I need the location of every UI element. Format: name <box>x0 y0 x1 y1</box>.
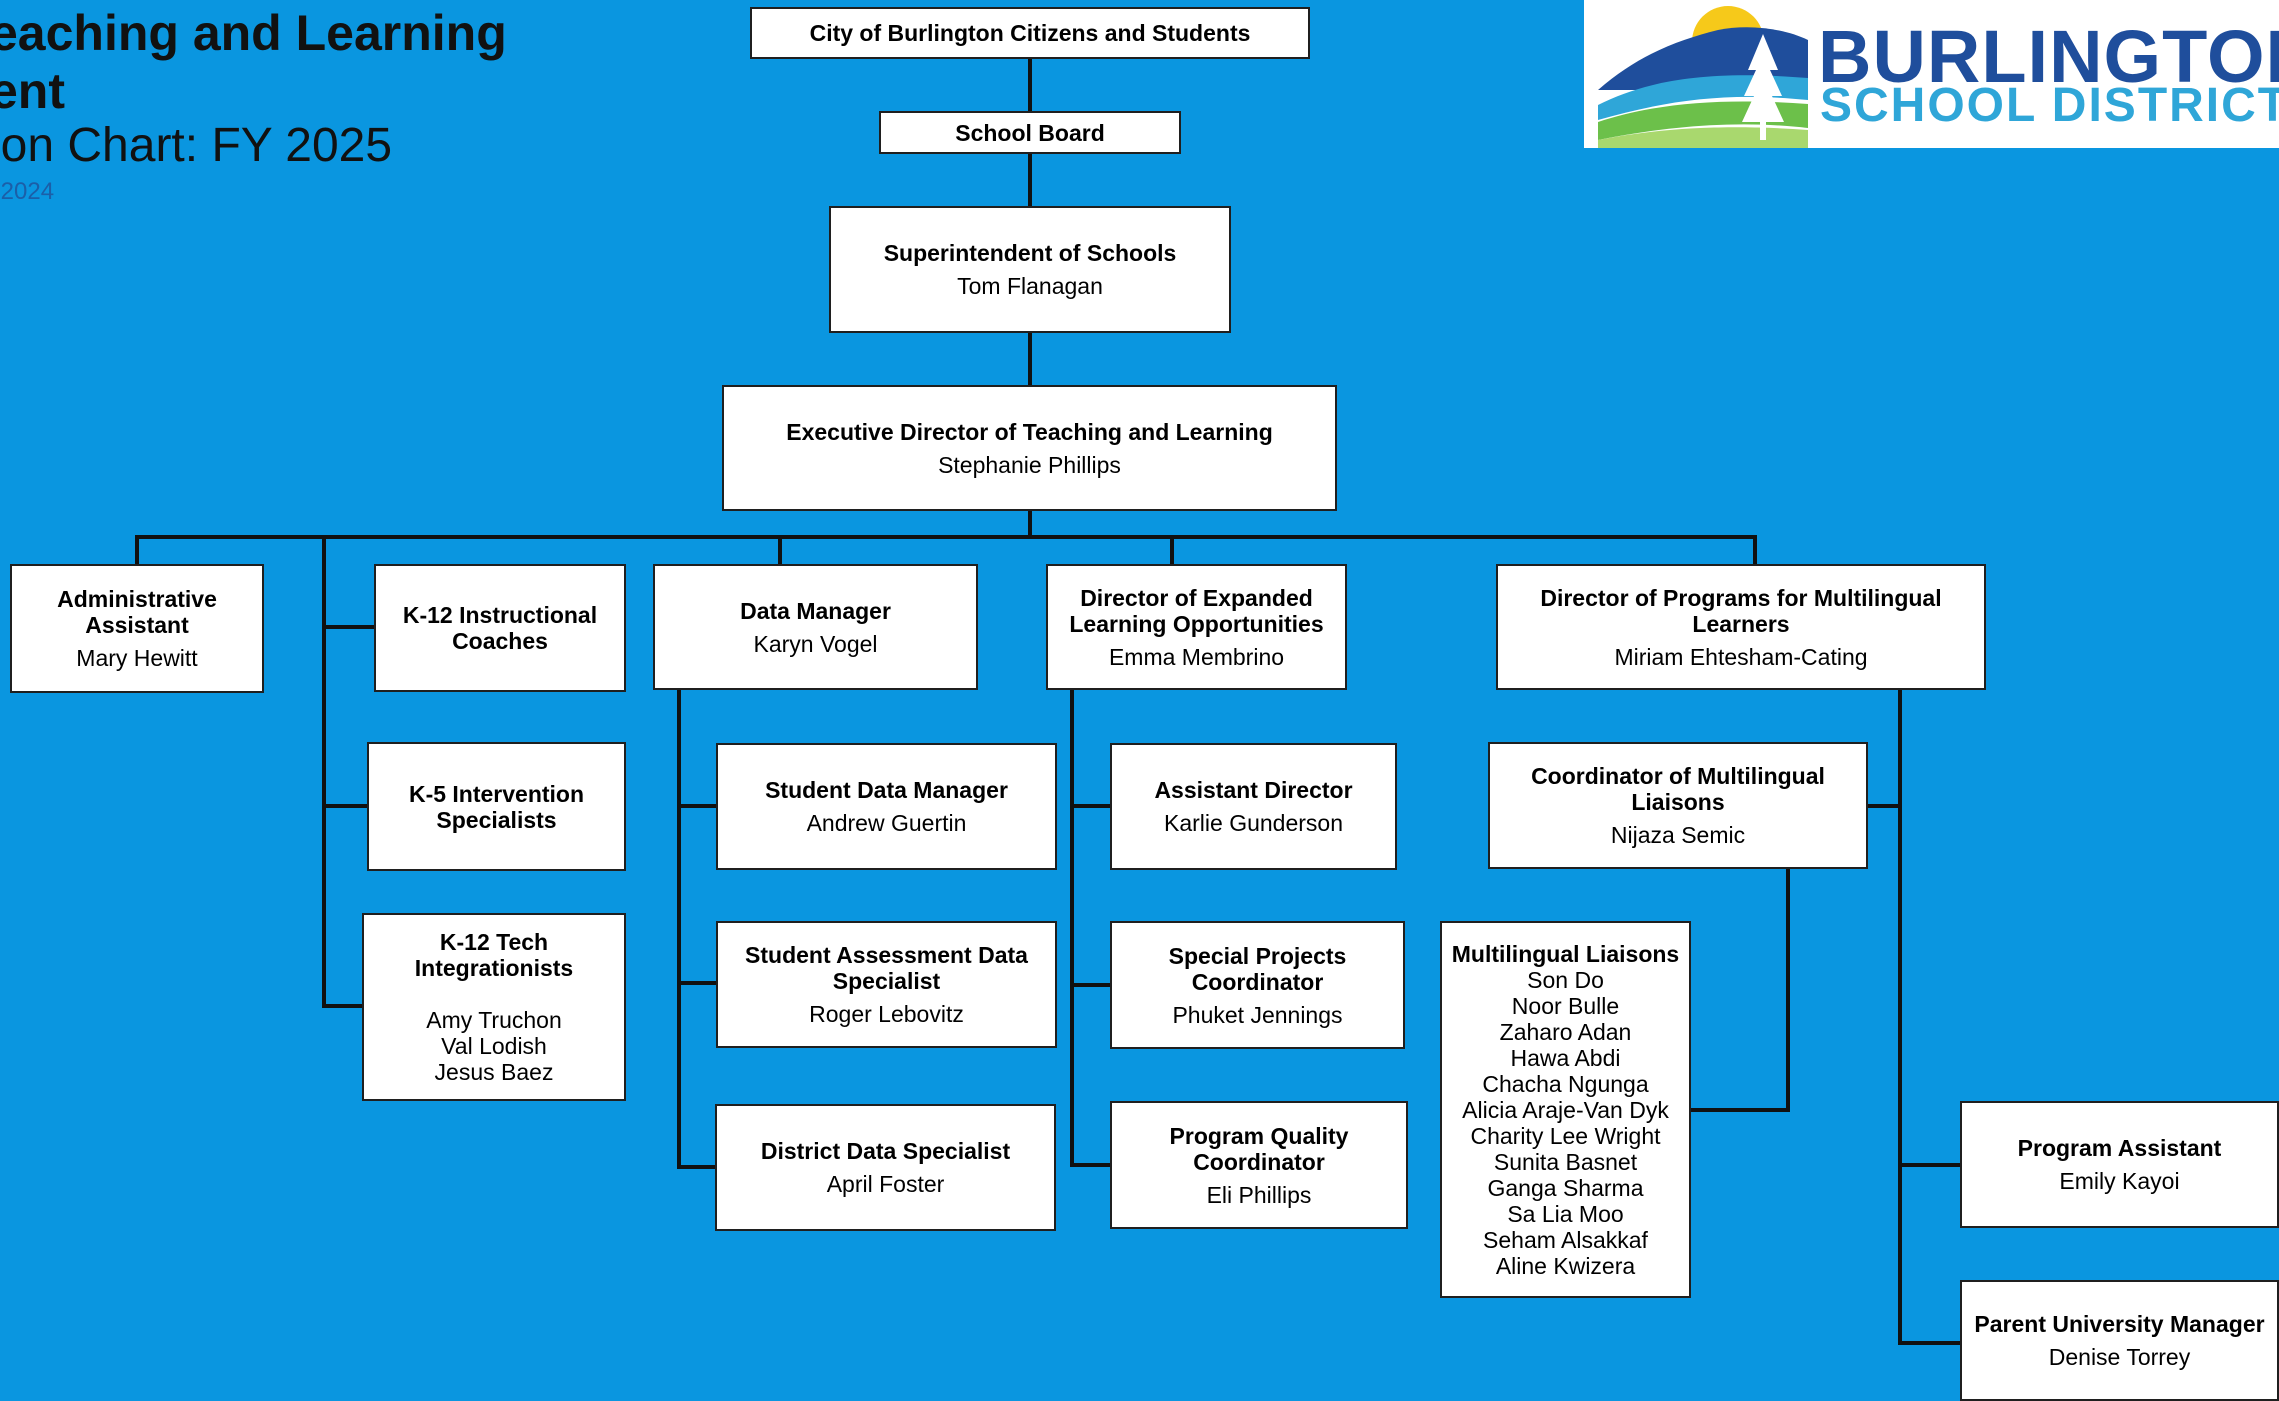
org-box-title: Multilingual Liaisons <box>1451 940 1680 967</box>
org-box-name: Stephanie Phillips <box>938 451 1121 478</box>
org-box-multilingual-liaison-coordinator: Coordinator of Multilingual Liaisons Nij… <box>1488 742 1868 869</box>
org-box-assistant-director: Assistant Director Karlie Gunderson <box>1110 743 1397 870</box>
org-box-title: Superintendent of Schools <box>883 240 1177 266</box>
org-box-parent-university-manager: Parent University Manager Denise Torrey <box>1960 1280 2279 1401</box>
org-box-title: Data Manager <box>740 597 891 624</box>
logo-text-line2: SCHOOL DISTRICT <box>1820 79 2279 132</box>
org-box-title: Coordinator of Multilingual Liaisons <box>1531 763 1825 815</box>
district-logo: BURLINGTON SCHOOL DISTRICT <box>1584 0 2279 148</box>
org-box-name: April Foster <box>826 1171 945 1197</box>
org-box-title: Administrative Assistant <box>57 586 217 638</box>
org-box-tech-integrationists: K-12 Tech Integrationists Amy Truchon Va… <box>362 913 626 1101</box>
org-box-name: Andrew Guertin <box>806 810 967 836</box>
page-subtitle: ion Chart: FY 2025 <box>0 119 393 172</box>
org-box-special-projects-coordinator: Special Projects Coordinator Phuket Jenn… <box>1110 921 1405 1049</box>
org-box-program-assistant: Program Assistant Emily Kayoi <box>1960 1101 2279 1228</box>
org-box-data-manager: Data Manager Karyn Vogel <box>653 564 978 690</box>
org-box-assessment-data-specialist: Student Assessment Data Specialist Roger… <box>716 921 1057 1048</box>
org-box-title: Program Quality Coordinator <box>1169 1122 1349 1175</box>
org-box-title: Student Assessment Data Specialist <box>745 942 1028 994</box>
org-box-name: Noor Bulle <box>1511 992 1620 1019</box>
org-box-name: Emma Membrino <box>1108 643 1285 670</box>
org-box-name: Nijaza Semic <box>1610 822 1746 848</box>
org-box-name: Val Lodish <box>441 1033 547 1059</box>
org-box-executive-director: Executive Director of Teaching and Learn… <box>722 385 1337 511</box>
chart-title-block: eaching and Learning ent ion Chart: FY 2… <box>0 0 700 220</box>
org-box-title: Assistant Director <box>1154 777 1353 803</box>
org-box-name: Tom Flanagan <box>957 273 1103 299</box>
org-box-student-data-manager: Student Data Manager Andrew Guertin <box>716 743 1057 870</box>
org-box-title: Director of Expanded Learning Opportunit… <box>1069 584 1324 637</box>
page-title-line2: ent <box>0 63 65 119</box>
org-box-name: Charity Lee Wright <box>1470 1122 1661 1149</box>
landscape-logo-icon <box>1598 6 1808 148</box>
org-box-title: Program Assistant <box>2017 1135 2222 1161</box>
org-box-instructional-coaches: K-12 Instructional Coaches <box>374 564 626 692</box>
logo-text-line1: BURLINGTON <box>1818 15 2279 98</box>
org-box-name: Seham Alsakkaf <box>1483 1226 1648 1253</box>
org-box-name: Amy Truchon <box>426 1007 562 1033</box>
org-box-name: Mary Hewitt <box>76 645 198 671</box>
org-box-multilingual-liaisons: Multilingual Liaisons Son Do Noor Bulle … <box>1440 921 1691 1298</box>
revision-date: .2024 <box>0 178 55 205</box>
org-box-district-data-specialist: District Data Specialist April Foster <box>715 1104 1056 1231</box>
org-box-name: Sunita Basnet <box>1493 1148 1638 1175</box>
org-box-title: Student Data Manager <box>765 777 1008 803</box>
org-box-citizens: City of Burlington Citizens and Students <box>750 7 1310 59</box>
org-box-name: Miriam Ehtesham-Cating <box>1614 643 1868 670</box>
org-box-title: City of Burlington Citizens and Students <box>809 20 1251 46</box>
org-box-title: School Board <box>955 119 1105 146</box>
org-box-title: District Data Specialist <box>760 1138 1011 1164</box>
org-box-title: Parent University Manager <box>1974 1311 2265 1337</box>
org-box-title: Special Projects Coordinator <box>1168 942 1347 995</box>
org-box-name: Son Do <box>1527 966 1604 993</box>
org-box-name: Ganga Sharma <box>1487 1174 1644 1201</box>
page-title-line1: eaching and Learning <box>0 5 507 61</box>
org-box-school-board: School Board <box>879 111 1181 154</box>
org-box-administrative-assistant: Administrative Assistant Mary Hewitt <box>10 564 264 693</box>
org-box-name: Alicia Araje-Van Dyk <box>1462 1096 1669 1123</box>
org-box-expanded-learning-director: Director of Expanded Learning Opportunit… <box>1046 564 1347 690</box>
org-box-title: Director of Programs for Multilingual Le… <box>1540 584 1942 637</box>
org-box-title: K-12 Instructional Coaches <box>402 602 598 654</box>
org-box-program-quality-coordinator: Program Quality Coordinator Eli Phillips <box>1110 1101 1408 1229</box>
org-box-name: Aline Kwizera <box>1495 1252 1636 1279</box>
org-box-name: Karyn Vogel <box>753 630 878 657</box>
org-box-name: Phuket Jennings <box>1172 1001 1343 1028</box>
org-box-name: Denise Torrey <box>2048 1344 2191 1370</box>
org-box-multilingual-director: Director of Programs for Multilingual Le… <box>1496 564 1986 690</box>
org-box-superintendent: Superintendent of Schools Tom Flanagan <box>829 206 1231 333</box>
org-box-name: Emily Kayoi <box>2059 1168 2180 1194</box>
org-box-name: Sa Lia Moo <box>1507 1200 1624 1227</box>
org-box-name: Chacha Ngunga <box>1482 1070 1649 1097</box>
org-box-name: Hawa Abdi <box>1510 1044 1621 1071</box>
org-box-name: Jesus Baez <box>434 1059 554 1085</box>
org-box-name: Zaharo Adan <box>1499 1018 1632 1045</box>
org-box-title: K-5 Intervention Specialists <box>408 780 585 833</box>
org-box-intervention-specialists: K-5 Intervention Specialists <box>367 742 626 871</box>
org-box-name: Karlie Gunderson <box>1164 810 1343 836</box>
org-box-title: Executive Director of Teaching and Learn… <box>786 418 1273 445</box>
org-box-name: Eli Phillips <box>1206 1181 1312 1208</box>
org-box-title: K-12 Tech Integrationists <box>414 929 574 981</box>
org-box-name: Roger Lebovitz <box>809 1001 964 1027</box>
